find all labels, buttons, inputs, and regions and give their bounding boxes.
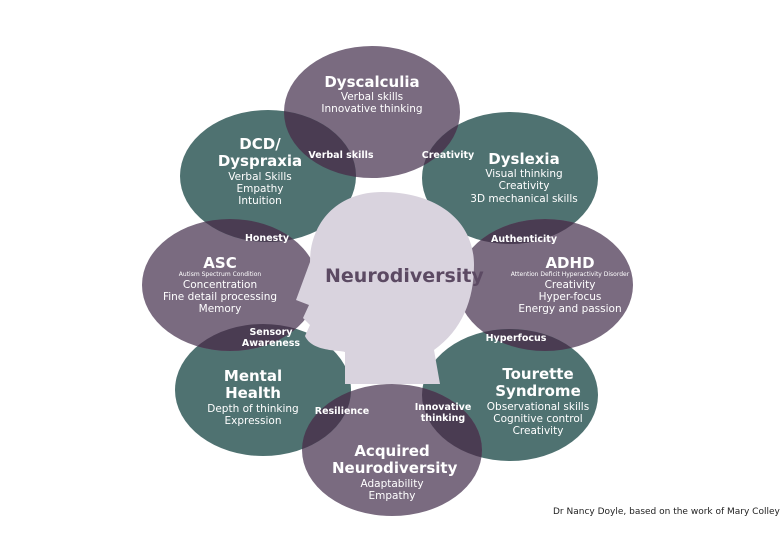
petal-label-asc: ASC Autism Spectrum Condition Concentrat…	[160, 254, 280, 315]
petal-title: Neurodiversity	[332, 459, 458, 478]
petal-label-mental-health: Mental Health Depth of thinking Expressi…	[198, 367, 308, 427]
petal-item: Adaptability	[360, 477, 424, 490]
overlap-label-hyperfocus: Hyperfocus	[476, 333, 556, 344]
petal-item: Empathy	[368, 489, 416, 502]
petal-item: Empathy	[236, 182, 284, 195]
petal-item: Cognitive control	[493, 412, 583, 425]
petal-item: Memory	[198, 303, 242, 316]
petal-item: Creativity	[512, 424, 564, 437]
center-label: Neurodiversity	[325, 265, 484, 287]
petal-item: Creativity	[544, 279, 596, 292]
petal-adhd	[457, 219, 633, 351]
petal-mental-health	[175, 324, 351, 456]
overlap-text: Sensory	[249, 327, 293, 338]
petal-item: Energy and passion	[518, 303, 622, 316]
overlap-innovative-thinking-shape	[422, 384, 482, 461]
overlap-text: Creativity	[421, 150, 475, 161]
petal-title: Syndrome	[495, 382, 581, 401]
petal-item: 3D mechanical skills	[470, 192, 578, 205]
overlap-text: Authenticity	[490, 234, 558, 245]
overlap-label-authenticity: Authenticity	[486, 234, 562, 245]
overlap-label-resilience: Resilience	[309, 406, 375, 417]
petal-item: Verbal Skills	[228, 170, 292, 183]
petal-item: Visual thinking	[485, 168, 563, 181]
petal-title: ADHD	[545, 254, 595, 272]
petal-title: DCD/	[239, 135, 281, 153]
petal-dyslexia	[422, 112, 598, 244]
petal-item: Verbal skills	[340, 91, 404, 104]
petal-item: Hyper-focus	[538, 291, 602, 304]
petal-title: Dyslexia	[488, 150, 560, 168]
overlap-label-honesty: Honesty	[234, 233, 300, 244]
petal-title: Dyscalculia	[324, 73, 420, 91]
head-silhouette	[296, 192, 474, 384]
overlap-label-innovative-thinking: Innovative thinking	[408, 402, 478, 425]
petal-subtitle: Attention Deficit Hyperactivity Disorder	[510, 271, 630, 279]
overlap-text: Resilience	[314, 406, 370, 417]
petal-item: Fine detail processing	[162, 291, 278, 304]
overlap-label-sensory-awareness: Sensory Awareness	[236, 327, 306, 350]
petal-label-dyslexia: Dyslexia Visual thinking Creativity 3D m…	[462, 150, 586, 205]
petal-label-dyscalculia: Dyscalculia Verbal skills Innovative thi…	[312, 73, 432, 116]
petal-label-dcd: DCD/ Dyspraxia Verbal Skills Empathy Int…	[212, 135, 308, 207]
petal-title: Tourette	[502, 365, 574, 383]
overlap-text: Honesty	[244, 233, 290, 244]
petal-label-acquired: Acquired Neurodiversity Adaptability Emp…	[332, 442, 458, 502]
petal-item: Depth of thinking	[207, 402, 299, 415]
petal-label-tourette: Tourette Syndrome Observational skills C…	[476, 365, 600, 437]
overlap-verbal-skills-shape	[284, 110, 356, 178]
petal-item: Concentration	[182, 279, 258, 292]
petal-item: Creativity	[498, 180, 550, 193]
petal-item: Observational skills	[486, 400, 590, 413]
petal-item: Innovative thinking	[321, 103, 423, 116]
petal-label-adhd: ADHD Attention Deficit Hyperactivity Dis…	[508, 254, 632, 315]
overlap-label-verbal-skills: Verbal skills	[305, 150, 377, 161]
overlap-text: Awareness	[241, 338, 301, 350]
credit-text: Dr Nancy Doyle, based on the work of Mar…	[553, 507, 780, 517]
petal-title: ASC	[203, 254, 237, 272]
overlap-text: Hyperfocus	[485, 333, 547, 344]
overlap-text: thinking	[420, 413, 466, 425]
overlap-label-creativity: Creativity	[413, 150, 483, 161]
petal-title: Acquired	[354, 442, 430, 460]
petal-asc	[142, 219, 318, 351]
petal-title: Mental	[223, 367, 283, 385]
petal-title: Dyspraxia	[217, 152, 303, 171]
overlap-text: Innovative	[414, 402, 472, 413]
petal-item: Expression	[224, 414, 282, 427]
petal-title: Health	[225, 384, 281, 403]
petal-subtitle: Autism Spectrum Condition	[178, 271, 262, 279]
petal-item: Intuition	[238, 194, 282, 207]
overlap-text: Verbal skills	[308, 150, 374, 161]
